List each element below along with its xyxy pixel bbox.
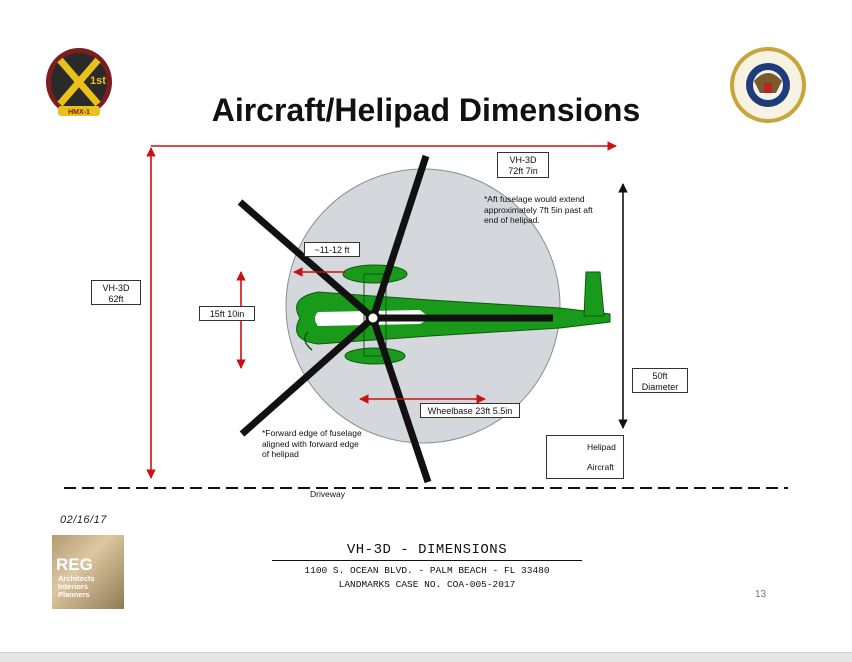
note-line: *Forward edge of fuselage [262, 428, 362, 438]
aircraft-length-label: VH-3D 72ft 7in [497, 152, 549, 178]
footer-title: VH-3D - DIMENSIONS [346, 542, 508, 558]
wheelbase-label: Wheelbase 23ft 5.5in [420, 403, 520, 418]
label-line: Diameter [641, 382, 679, 392]
driveway-label: Driveway [310, 489, 345, 499]
hmx-logo-banner: HMX-1 [68, 109, 90, 116]
viewer-bottom-bar [0, 652, 852, 662]
footer-case-number: LANDMARKS CASE NO. COA-005-2017 [338, 579, 516, 590]
label-line: 62ft [108, 294, 124, 304]
reg-logo-line: Architects [58, 574, 95, 583]
label-line: VH-3D [102, 283, 130, 293]
footer-address: 1100 S. OCEAN BLVD. - PALM BEACH - FL 33… [304, 565, 550, 576]
label-line: VH-3D [509, 155, 537, 165]
hmx-logo-text: 1st [90, 75, 106, 87]
hmx-1-logo: 1st HMX-1 [46, 48, 112, 116]
tail-width-label: 15ft 10in [199, 306, 255, 321]
aircraft-height-label: VH-3D 62ft [91, 280, 141, 305]
reg-logo-line: Interiors [58, 582, 89, 591]
note-line: end of helipad. [484, 215, 540, 225]
date-label: 02/16/17 [60, 514, 107, 526]
page-number: 13 [755, 589, 767, 600]
footer-divider [272, 560, 582, 561]
label-line: 50ft [652, 371, 668, 381]
forward-fuselage-note: *Forward edge of fuselage aligned with f… [262, 428, 362, 460]
legend-helipad-label: Helipad [587, 442, 616, 452]
rotor-offset-label: ~11-12 ft [304, 242, 360, 257]
aft-fuselage-note: *Aft fuselage would extend approximately… [484, 194, 593, 226]
rotor-blades [237, 154, 553, 484]
note-line: of helipad [262, 449, 299, 459]
note-line: aligned with forward edge [262, 438, 359, 449]
note-line: *Aft fuselage would extend [484, 194, 585, 204]
helipad-diameter-label: 50ft Diameter [632, 368, 688, 393]
label-line: 72ft 7in [508, 166, 538, 176]
reg-logo-text: REG [56, 555, 93, 574]
legend-aircraft-label: Aircraft [587, 462, 614, 472]
legend: Helipad Aircraft [546, 435, 624, 479]
reg-logo-line: Planners [58, 590, 90, 599]
page-title: Aircraft/Helipad Dimensions [211, 92, 641, 128]
presidential-seal-icon [730, 47, 806, 123]
reg-logo: REG Architects Interiors Planners [52, 535, 124, 609]
note-line: approximately 7ft 5in past aft [484, 204, 593, 215]
